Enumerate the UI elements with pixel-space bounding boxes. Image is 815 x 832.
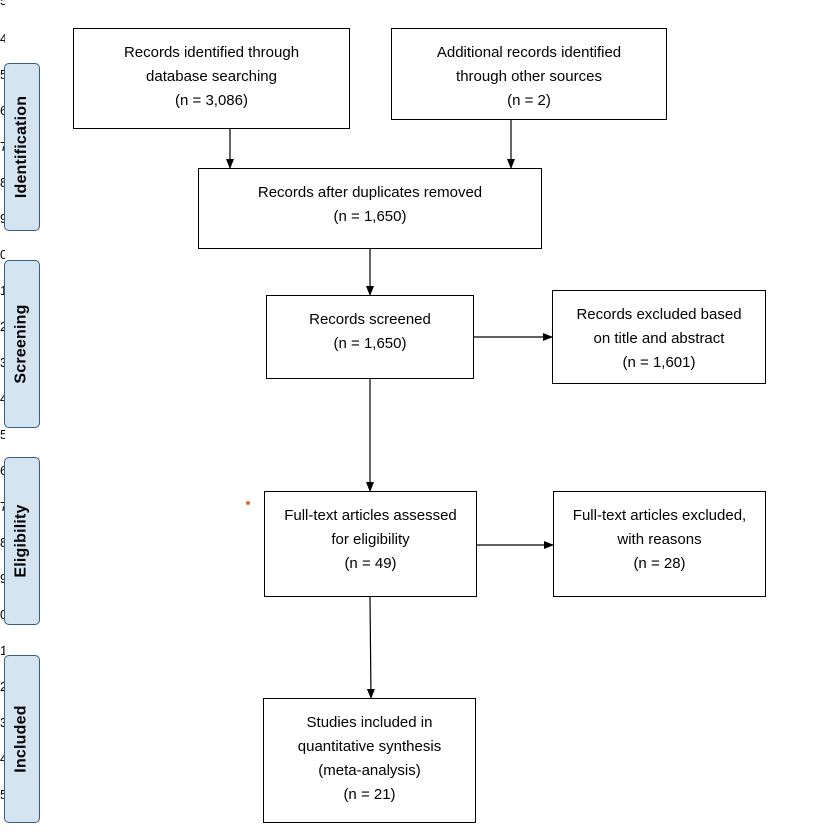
box-duplicates-removed: Records after duplicates removed (n = 1,… bbox=[198, 168, 542, 249]
line-number: 7 bbox=[0, 140, 5, 153]
box-text-line: (n = 1,650) bbox=[333, 335, 407, 352]
line-number: 5 bbox=[0, 68, 5, 81]
box-studies-included: Studies included in quantitative synthes… bbox=[263, 698, 476, 823]
line-number: 6 bbox=[0, 464, 5, 477]
line-number: 1 bbox=[0, 644, 5, 657]
box-text-line: Records screened bbox=[309, 311, 431, 328]
line-number: 5 bbox=[0, 788, 5, 801]
line-number: 9 bbox=[0, 212, 5, 225]
line-number: 5 bbox=[0, 0, 5, 7]
stage-screening: Screening bbox=[4, 260, 40, 428]
box-excluded-title-abstract: Records excluded based on title and abst… bbox=[552, 290, 766, 384]
box-text-line: with reasons bbox=[617, 531, 702, 548]
box-text-line: (n = 28) bbox=[633, 555, 686, 572]
stray-dot bbox=[246, 501, 250, 505]
box-text-line: Studies included in bbox=[306, 714, 433, 731]
line-number: 8 bbox=[0, 176, 5, 189]
line-number: 7 bbox=[0, 500, 5, 513]
box-fulltext-assessed: Full-text articles assessed for eligibil… bbox=[264, 491, 477, 597]
box-fulltext-excluded: Full-text articles excluded, with reason… bbox=[553, 491, 766, 597]
box-text-line: (n = 49) bbox=[344, 555, 397, 572]
box-database-search: Records identified through database sear… bbox=[73, 28, 350, 129]
line-number: 1 bbox=[0, 284, 5, 297]
box-text-line: on title and abstract bbox=[593, 330, 725, 347]
box-text-line: quantitative synthesis bbox=[297, 738, 442, 755]
box-text-line: Full-text articles assessed bbox=[284, 507, 457, 524]
line-number: 3 bbox=[0, 356, 5, 369]
box-text-line: (n = 2) bbox=[507, 92, 551, 109]
stage-identification: Identification bbox=[4, 63, 40, 231]
line-number: 0 bbox=[0, 608, 5, 621]
box-text-line: (meta-analysis) bbox=[318, 762, 421, 779]
arrow-fulltext-to-included bbox=[366, 596, 375, 699]
line-number: 0 bbox=[0, 248, 5, 261]
stage-eligibility: Eligibility bbox=[4, 457, 40, 625]
box-text-line: Records excluded based bbox=[576, 306, 742, 323]
stage-screening-label: Screening bbox=[13, 304, 31, 384]
box-text-line: (n = 1,650) bbox=[333, 208, 407, 225]
box-records-screened: Records screened (n = 1,650) bbox=[266, 295, 474, 379]
line-number: 6 bbox=[0, 104, 5, 117]
line-number: 4 bbox=[0, 392, 5, 405]
box-text-line: (n = 21) bbox=[343, 786, 396, 803]
line-number: 2 bbox=[0, 680, 5, 693]
line-number: 2 bbox=[0, 320, 5, 333]
line-number: 3 bbox=[0, 716, 5, 729]
stage-included-label: Included bbox=[13, 705, 31, 773]
line-number: 5 bbox=[0, 428, 5, 441]
box-text-line: through other sources bbox=[456, 68, 602, 85]
stage-included: Included bbox=[4, 655, 40, 823]
box-text-line: database searching bbox=[146, 68, 277, 85]
box-text-line: for eligibility bbox=[331, 531, 410, 548]
stage-eligibility-label: Eligibility bbox=[13, 504, 31, 578]
box-text-line: Additional records identified bbox=[436, 44, 622, 61]
line-number: 4 bbox=[0, 752, 5, 765]
box-text-line: Full-text articles excluded, bbox=[572, 507, 747, 524]
stage-identification-label: Identification bbox=[13, 95, 31, 199]
box-text-line: Records after duplicates removed bbox=[257, 184, 483, 201]
line-number: 9 bbox=[0, 572, 5, 585]
box-text-line: Records identified through bbox=[123, 44, 300, 61]
line-number: 4 bbox=[0, 32, 5, 45]
box-text-line: (n = 1,601) bbox=[622, 354, 696, 371]
line-number: 8 bbox=[0, 536, 5, 549]
box-text-line: (n = 3,086) bbox=[175, 92, 248, 109]
box-other-sources: Additional records identified through ot… bbox=[391, 28, 667, 120]
